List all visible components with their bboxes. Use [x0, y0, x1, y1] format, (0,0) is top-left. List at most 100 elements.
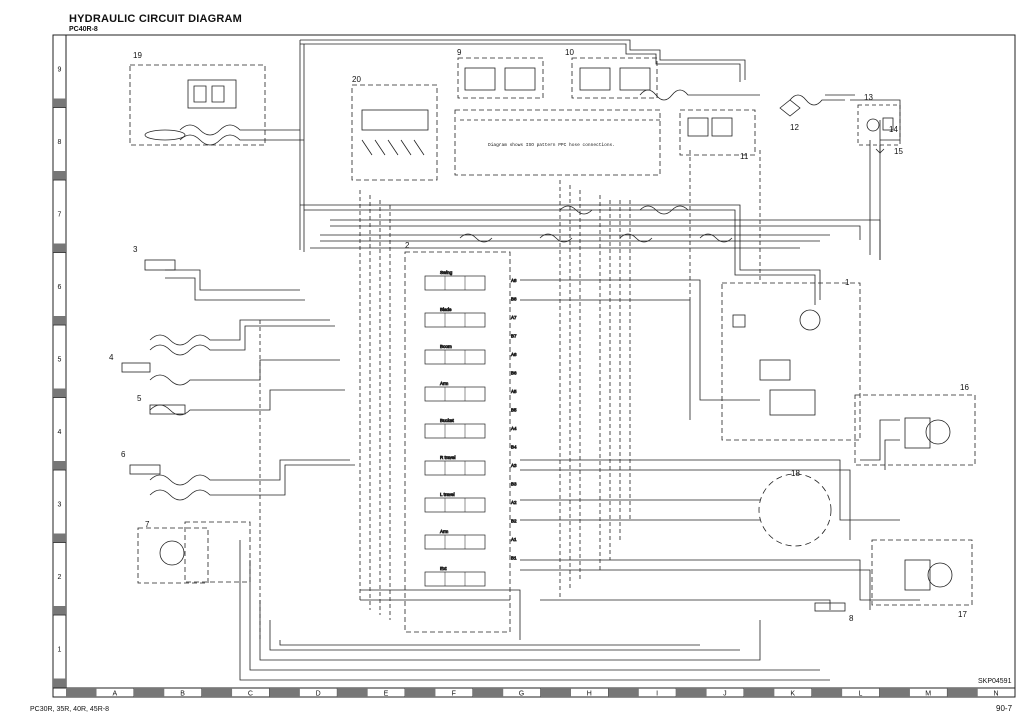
- column-label: M: [925, 691, 931, 698]
- valve-spool: [424, 275, 486, 291]
- valve-section-label: L travel: [440, 492, 455, 497]
- ppc-note: Diagram shows ISO pattern PPC hose conne…: [488, 142, 615, 148]
- port-label: A7: [511, 315, 517, 320]
- column-label: I: [656, 691, 658, 698]
- component-8-valve: [187, 79, 237, 109]
- column-label: H: [587, 691, 592, 698]
- port-label: B4: [511, 445, 517, 450]
- column-hatch: [66, 688, 97, 697]
- component-10-box: [571, 57, 658, 99]
- callout-number: 14: [889, 125, 898, 134]
- component-13-box: [857, 104, 901, 146]
- column-hatch: [608, 688, 639, 697]
- callout-number: 20: [352, 75, 361, 84]
- port-label: A2: [511, 500, 517, 505]
- column-hatch: [676, 688, 707, 697]
- component-18-tank: [814, 602, 846, 612]
- callout-number: 6: [121, 450, 126, 459]
- column-hatch: [540, 688, 572, 697]
- component-5-cylinder: [149, 404, 186, 415]
- column-label: L: [858, 691, 862, 698]
- row-hatch: [53, 316, 66, 325]
- column-hatch: [743, 688, 775, 697]
- column-label: B: [180, 691, 185, 698]
- row-hatch: [53, 243, 66, 253]
- row-label: 4: [58, 429, 62, 436]
- column-label: F: [452, 691, 456, 698]
- callout-number: 8: [849, 614, 854, 623]
- component-11-box: [679, 109, 756, 156]
- valve-section-label: Bucket: [440, 418, 455, 423]
- column-hatch: [879, 688, 910, 697]
- column-hatch: [947, 688, 978, 697]
- valve-spool: [424, 312, 486, 328]
- callout-number: 17: [958, 610, 967, 619]
- component-7-box: [137, 527, 209, 584]
- port-label: A5: [511, 389, 517, 394]
- port-label: B8: [511, 297, 517, 302]
- ppc-manifold: [454, 109, 661, 176]
- port-label: A3: [511, 463, 517, 468]
- port-label: B7: [511, 334, 517, 339]
- row-label: 7: [58, 211, 62, 218]
- component-8-box: [129, 64, 266, 146]
- callout-number: 5: [137, 394, 142, 403]
- callout-number: 13: [864, 93, 873, 102]
- column-hatch: [337, 688, 368, 697]
- callout-number: 2: [405, 241, 410, 250]
- component-1-pump-box: [721, 282, 861, 441]
- reference-code: SKP04591: [978, 678, 1012, 685]
- port-label: B5: [511, 408, 517, 413]
- column-hatch: [404, 688, 436, 697]
- row-hatch: [53, 461, 66, 470]
- page-number: 90-7: [996, 704, 1013, 713]
- row-hatch: [53, 388, 66, 398]
- port-label: B3: [511, 482, 517, 487]
- callout-number: 10: [565, 48, 574, 57]
- row-label: 6: [58, 284, 62, 291]
- column-hatch: [811, 688, 843, 697]
- hydraulic-lines: [149, 39, 920, 681]
- valve-section-label: Boom: [440, 344, 452, 349]
- column-label: G: [519, 691, 524, 698]
- valve-spool: [424, 423, 486, 439]
- port-label: A6: [511, 352, 517, 357]
- callout-number: 12: [790, 123, 799, 132]
- column-hatch: [472, 688, 504, 697]
- component-4-cylinder: [121, 362, 151, 373]
- component-6-cylinder: [129, 464, 161, 475]
- port-label: B2: [511, 519, 517, 524]
- port-label: A4: [511, 426, 517, 431]
- row-hatch: [53, 171, 66, 180]
- valve-spool: [424, 349, 486, 365]
- column-label: A: [112, 691, 117, 698]
- column-hatch: [201, 688, 233, 697]
- component-16-travel-motor: [854, 394, 976, 466]
- component-3-cylinder: [144, 259, 176, 271]
- valve-section-label: Swing: [440, 270, 453, 275]
- valve-section-label: Arm: [440, 529, 449, 534]
- diagram-subtitle: PC40R-8: [69, 26, 98, 33]
- row-label: 1: [58, 646, 62, 653]
- port-label: B1: [511, 556, 517, 561]
- callout-number: 16: [960, 383, 969, 392]
- component-19-swivel-joint: [758, 473, 832, 547]
- callout-number: 18: [791, 469, 800, 478]
- drawing-frame: [52, 34, 1016, 689]
- column-hatch: [133, 688, 165, 697]
- row-label: 5: [58, 356, 62, 363]
- valve-spool: [424, 497, 486, 513]
- component-17-travel-motor: [871, 539, 973, 606]
- column-label: J: [723, 691, 727, 698]
- component-2-control-valve: [404, 251, 511, 633]
- component-12-filter: [779, 99, 801, 117]
- row-label: 9: [58, 66, 62, 73]
- diagram-title: HYDRAULIC CIRCUIT DIAGRAM: [69, 13, 243, 25]
- column-label: C: [248, 691, 253, 698]
- column-label: D: [316, 691, 321, 698]
- column-label: K: [790, 691, 795, 698]
- callout-number: 4: [109, 353, 114, 362]
